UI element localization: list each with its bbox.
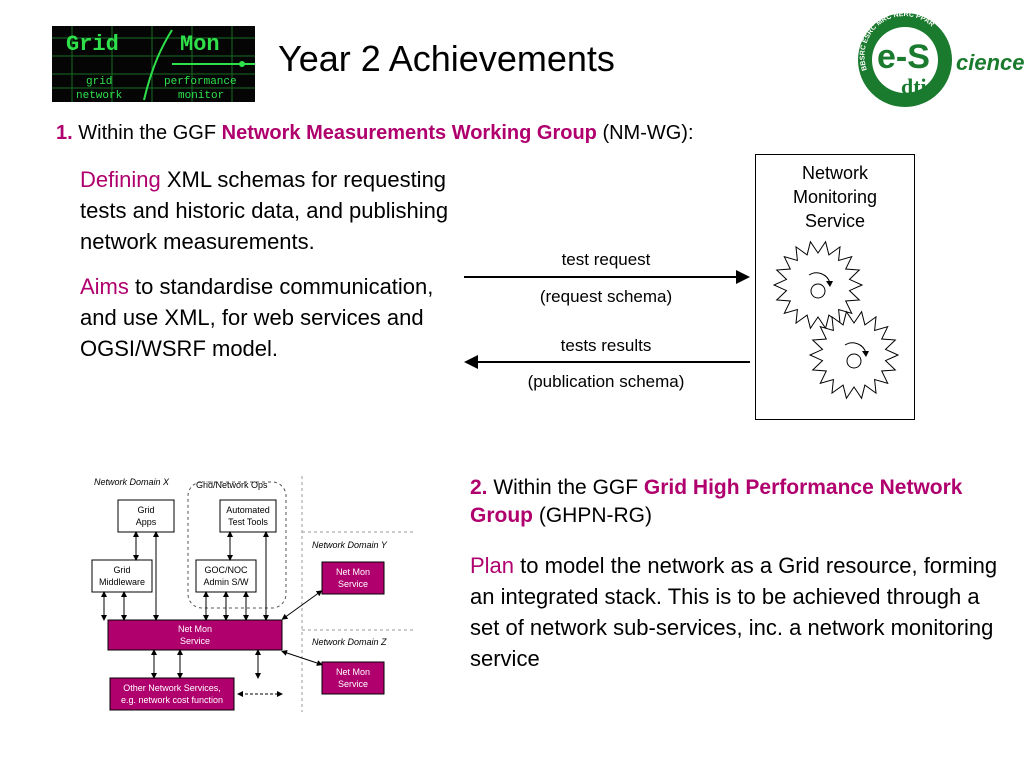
- section2-heading: 2. Within the GGF Grid High Performance …: [470, 474, 990, 530]
- section1-abbrev: (NM-WG):: [602, 122, 694, 144]
- logo-network: network: [76, 90, 123, 102]
- netmon-y-line-1: Net Mon: [336, 567, 370, 577]
- logo-performance: performance: [164, 76, 237, 88]
- p2-rest: to standardise communication, and use XM…: [80, 274, 434, 361]
- gear-top-icon-hub: [810, 283, 826, 299]
- auto-tools-line-2: Test Tools: [228, 517, 268, 527]
- section2-abbrev: (GHPN-RG): [538, 504, 652, 527]
- s2-lead: Plan: [470, 553, 515, 578]
- gridmon-logo: Grid Mon grid performance network monito…: [52, 26, 255, 102]
- netmon-z-line-2: Service: [338, 679, 368, 689]
- domain-y-label: Network Domain Y: [312, 540, 388, 550]
- p1-rest: XML schemas for requesting tests and his…: [80, 167, 449, 254]
- arrow2-sublabel: (publication schema): [527, 372, 685, 391]
- request-result-arrows: [464, 270, 750, 369]
- grid-apps-line-1: Grid: [137, 505, 154, 515]
- goc-line-1: GOC/NOC: [204, 565, 248, 575]
- section1-paragraph-2: Aims to standardise communication, and u…: [80, 271, 470, 364]
- arrow1-sublabel: (request schema): [539, 287, 673, 306]
- arrow2-label: tests results: [560, 336, 652, 355]
- p1-lead: Defining: [80, 167, 161, 192]
- other-services-line-1: Other Network Services,: [123, 683, 221, 693]
- goc-noc-box: [195, 559, 257, 593]
- section1-heading: 1. Within the GGF Network Measurements W…: [56, 122, 694, 145]
- logo-monitor: monitor: [178, 90, 224, 102]
- netmon-z-line-1: Net Mon: [336, 667, 370, 677]
- page-title: Year 2 Achievements: [278, 38, 615, 79]
- grid-apps-line-2: Apps: [136, 517, 157, 527]
- logo-cience-text: cience: [956, 50, 1024, 75]
- arrow-netmon-domain-z: [281, 650, 323, 666]
- net-mon-y-box: [321, 561, 385, 595]
- section1-number: 1.: [56, 122, 73, 144]
- gear-top-icon-rotation-arc: [808, 272, 831, 284]
- gear-bottom-icon-rotation-arrowhead: [862, 351, 869, 357]
- gear-bottom-icon-rotation-arc: [844, 342, 867, 354]
- section2-group-name: Grid High Performance Network Group: [470, 476, 963, 527]
- netmon-y-line-2: Service: [338, 579, 368, 589]
- logo-mon-text: Mon: [180, 32, 220, 57]
- section2-number: 2.: [470, 476, 488, 499]
- arrow-netmon-domain-y: [281, 590, 323, 620]
- other-network-services-box: [109, 677, 235, 711]
- section1-body: Defining XML schemas for requesting test…: [80, 164, 470, 378]
- escience-logo: BBSRC ESRC MRC NERC PPARC CCLRC e-S cien…: [852, 5, 1024, 110]
- arrow1-label: test request: [561, 250, 651, 269]
- network-monitoring-service-box: Network Monitoring Service: [755, 154, 915, 420]
- goc-line-2: Admin S/W: [203, 577, 249, 587]
- grid-mw-line-1: Grid: [113, 565, 130, 575]
- grid-mw-line-2: Middleware: [99, 577, 145, 587]
- nm-label-line-3: Service: [804, 211, 866, 231]
- nm-service-label: Network Monitoring Service: [756, 161, 914, 233]
- section1-paragraph-1: Defining XML schemas for requesting test…: [80, 164, 470, 257]
- logo-es-text: e-S: [877, 38, 930, 76]
- s2-rest: to model the network as a Grid resource,…: [470, 553, 998, 671]
- grid-apps-box: [117, 499, 175, 533]
- netmon-main-line-1: Net Mon: [178, 624, 212, 634]
- section1-intro: Within the GGF: [78, 122, 217, 144]
- gear-bottom-icon-hub: [846, 353, 862, 369]
- auto-tools-line-1: Automated: [226, 505, 270, 515]
- nm-label-line-2: Monitoring: [792, 187, 878, 207]
- logo-dti-text: dti: [901, 74, 927, 99]
- section1-group-name: Network Measurements Working Group: [221, 122, 597, 144]
- nm-label-line-1: Network: [801, 163, 868, 183]
- diagram-connector-arrows: [101, 531, 323, 697]
- other-services-line-2: e.g. network cost function: [121, 695, 223, 705]
- section2-intro: Within the GGF: [493, 476, 639, 499]
- arrow-left-head: [464, 355, 478, 369]
- p2-lead: Aims: [80, 274, 129, 299]
- grid-middleware-box: [91, 559, 153, 593]
- gear-bottom-icon: [808, 310, 900, 400]
- domain-z-label: Network Domain Z: [312, 637, 387, 647]
- gear-top-icon-rotation-arrowhead: [826, 281, 833, 287]
- grid-ops-label: Grid/Network Ops: [196, 480, 268, 490]
- net-mon-z-box: [321, 661, 385, 695]
- automated-test-tools-box: [219, 499, 277, 533]
- section2-body: Plan to model the network as a Grid reso…: [470, 550, 1000, 674]
- gears-icon: [772, 240, 900, 400]
- logo-grid-small: grid: [86, 76, 112, 88]
- net-mon-service-main-box: [107, 619, 283, 651]
- arrow-right-head: [736, 270, 750, 284]
- architecture-diagram: Network Domain X Grid/Network Ops Grid A…: [91, 476, 414, 712]
- logo-grid-text: Grid: [66, 32, 119, 57]
- domain-x-label: Network Domain X: [94, 477, 170, 487]
- netmon-main-line-2: Service: [180, 636, 210, 646]
